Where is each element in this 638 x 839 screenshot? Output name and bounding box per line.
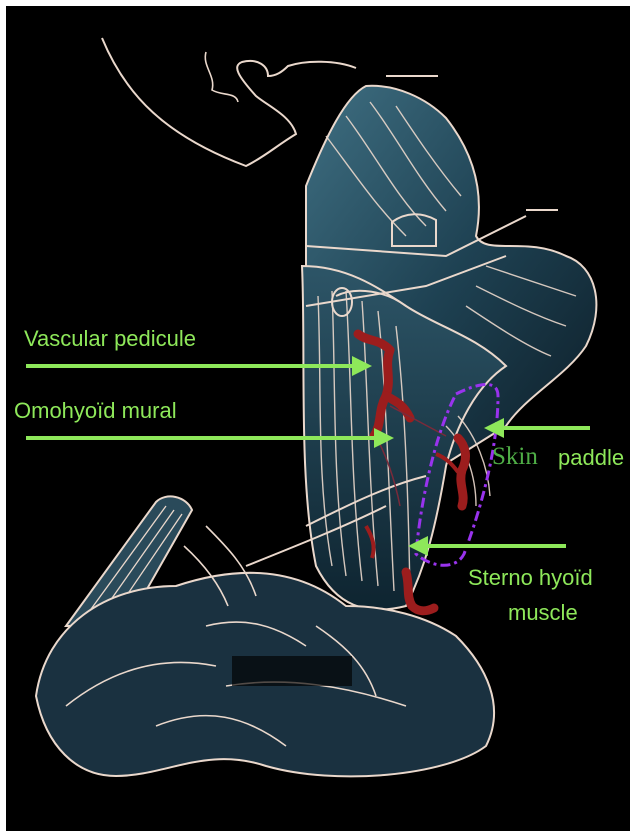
label-vascular-pedicule: Vascular pedicule [24, 328, 196, 350]
label-skin: Skin [492, 444, 538, 469]
head-outline [102, 38, 356, 166]
illustration-panel: Vascular pedicule Omohyoïd mural Skin pa… [6, 6, 630, 831]
label-omohyoid-mural: Omohyoïd mural [14, 400, 177, 422]
label-paddle: paddle [558, 447, 624, 469]
label-sterno-hyoid-line2: muscle [508, 602, 578, 624]
label-sterno-hyoid-line1: Sterno hyoïd [468, 567, 593, 589]
